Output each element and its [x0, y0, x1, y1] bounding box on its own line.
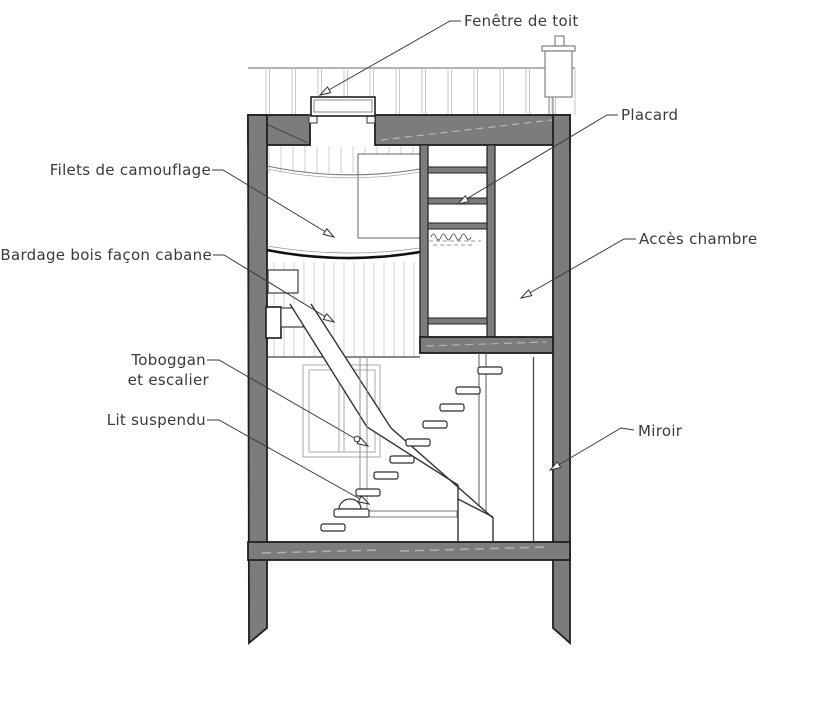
stair-tread: [355, 488, 381, 497]
slide-entry-box: [267, 269, 299, 294]
closet-partition-right: [486, 144, 496, 338]
bed-pillow: [338, 498, 362, 510]
leader-lit-suspendu: [207, 419, 371, 505]
closet-shelf: [427, 222, 488, 230]
stair-tread: [455, 386, 481, 395]
chimney-plate: [541, 45, 576, 52]
stair-tread: [373, 471, 399, 480]
label-bardage-bois: Bardage bois façon cabane: [0, 246, 212, 264]
leader-filets: [212, 169, 336, 238]
bed-base: [333, 508, 370, 518]
label-fenetre-de-toit: Fenêtre de toit: [464, 12, 579, 30]
mid-slab-dash: [425, 341, 547, 347]
leader-bardage: [213, 254, 336, 323]
slide-edge-lower: [310, 303, 494, 541]
label-filets-de-camouflage: Filets de camouflage: [50, 161, 211, 179]
camouflage-net-upper-2: [266, 168, 421, 179]
clothes-hangers: [430, 233, 472, 241]
label-acces-chambre: Accès chambre: [639, 230, 757, 248]
stair-tread: [389, 455, 415, 464]
stair-tread: [320, 523, 346, 532]
wall-right: [552, 114, 571, 645]
closet-partition-left: [419, 144, 429, 338]
stair-treads: [320, 366, 503, 532]
stair-tread: [439, 403, 465, 412]
camouflage-net-lower-2: [266, 245, 421, 254]
label-toboggan-line1: Toboggan: [130, 351, 206, 369]
bottom-slab-dash-1: [261, 549, 381, 554]
roof-window: [308, 96, 376, 124]
cabin-shaft-box: [357, 153, 421, 239]
lower-room: [289, 303, 535, 542]
bed-platform: [368, 510, 458, 518]
leader-miroir: [548, 427, 635, 471]
closet-shelf: [427, 317, 488, 325]
leader-placard: [456, 114, 618, 205]
leader-fenetre-de-toit: [318, 20, 461, 96]
bottom-slab-dash-2: [399, 546, 549, 552]
label-miroir: Miroir: [638, 422, 683, 440]
slab-dashed-mark: [380, 118, 561, 141]
stair-tread: [477, 366, 503, 375]
label-toboggan-line2: et escalier: [128, 371, 210, 389]
roof-band: [248, 67, 576, 115]
closet-shelf: [427, 197, 488, 205]
stair-tread: [422, 420, 448, 429]
label-placard: Placard: [621, 106, 678, 124]
slide-body: [290, 304, 493, 541]
suspended-bed: [333, 498, 458, 518]
wall-left: [247, 114, 268, 645]
camouflage-net-lower: [266, 248, 421, 260]
chimney: [541, 35, 576, 114]
slide-runout-line: [457, 498, 494, 518]
chimney-body: [544, 50, 573, 98]
leader-toboggan: [207, 359, 370, 447]
stair-tread: [405, 438, 431, 447]
label-lit-suspendu: Lit suspendu: [107, 411, 206, 429]
upper-cabin-room: [265, 146, 421, 358]
ceiling-slab-right: [374, 114, 571, 146]
camouflage-net-upper: [266, 165, 421, 176]
leader-acces-chambre: [519, 238, 636, 299]
closet-shelf: [427, 166, 488, 174]
slide-entry-step-1: [265, 306, 282, 339]
chimney-cap: [554, 35, 565, 47]
leader-detail-dot: [353, 435, 361, 443]
